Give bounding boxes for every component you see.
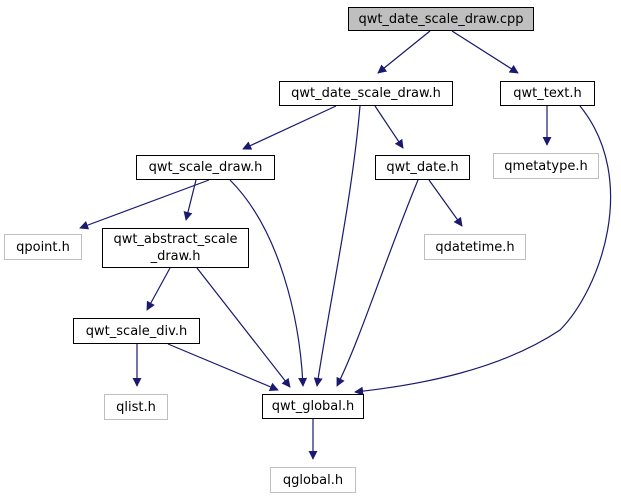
node-label: qwt_date_scale_draw.cpp bbox=[358, 11, 524, 27]
node-qwt-scale-div-h[interactable]: qwt_scale_div.h bbox=[73, 318, 200, 344]
edge-qwt_scale_draw_h-to-qpoint_h bbox=[79, 179, 210, 230]
edge-qwt_text_h-to-qwt_global_h bbox=[354, 105, 612, 396]
node-label: qwt_scale_div.h bbox=[85, 323, 188, 339]
node-qdatetime-h: qdatetime.h bbox=[424, 234, 526, 260]
edge-qwt_scale_draw_h-to-qwt_abstract_scale_draw_h bbox=[183, 179, 197, 221]
node-label: qlist.h bbox=[116, 399, 156, 415]
node-label: qwt_date.h bbox=[386, 160, 459, 175]
node-qglobal-h: qglobal.h bbox=[270, 467, 356, 493]
edge-qwt_date_scale_draw_h-to-qwt_scale_draw_h bbox=[242, 105, 337, 150]
edge-qwt_date_scale_draw_h-to-qwt_date_h bbox=[374, 105, 404, 149]
node-label: qwt_text.h bbox=[513, 86, 582, 101]
node-qwt-date-scale-draw-h[interactable]: qwt_date_scale_draw.h bbox=[279, 81, 453, 106]
node-label: qpoint.h bbox=[16, 239, 70, 255]
node-qpoint-h: qpoint.h bbox=[4, 234, 82, 260]
node-label: qwt_date_scale_draw.h bbox=[291, 86, 441, 101]
node-label: qwt_abstract_scale bbox=[113, 232, 238, 247]
edge-qwt_abstract_scale_draw_h-to-qwt_scale_div_h bbox=[146, 267, 171, 311]
node-qwt-abstract-scale-draw-h[interactable]: qwt_abstract_scale _draw.h bbox=[102, 228, 249, 268]
edge-qwt_abstract_scale_draw_h-to-qwt_global_h bbox=[196, 267, 291, 388]
node-label: qwt_scale_draw.h bbox=[148, 160, 263, 175]
node-label: qmetatype.h bbox=[504, 158, 588, 174]
node-qwt-date-scale-draw-cpp[interactable]: qwt_date_scale_draw.cpp bbox=[348, 7, 534, 31]
node-qmetatype-h: qmetatype.h bbox=[493, 153, 599, 179]
node-qwt-global-h[interactable]: qwt_global.h bbox=[262, 394, 364, 419]
edge-qwt_scale_div_h-to-qwt_global_h bbox=[167, 343, 279, 392]
edge-qwt_date_h-to-qdatetime_h bbox=[428, 179, 463, 227]
node-label: _draw.h bbox=[150, 249, 201, 264]
node-label: qwt_global.h bbox=[271, 399, 355, 414]
edge-qwt_scale_draw_h-to-qwt_global_h bbox=[229, 179, 308, 387]
node-qwt-scale-draw-h[interactable]: qwt_scale_draw.h bbox=[136, 155, 275, 180]
node-qwt-date-h[interactable]: qwt_date.h bbox=[375, 155, 470, 180]
edge-qwt_date_h-to-qwt_global_h bbox=[336, 179, 419, 387]
edge-qwt_date_scale_draw_cpp-to-qwt_date_scale_draw_h bbox=[377, 30, 431, 74]
node-qlist-h: qlist.h bbox=[104, 394, 168, 420]
node-label: qglobal.h bbox=[282, 472, 344, 488]
node-qwt-text-h[interactable]: qwt_text.h bbox=[500, 81, 595, 106]
node-label: qdatetime.h bbox=[435, 239, 515, 255]
edge-qwt_date_scale_draw_h-to-qwt_global_h bbox=[313, 105, 361, 387]
edge-qwt_date_scale_draw_cpp-to-qwt_text_h bbox=[451, 30, 519, 74]
